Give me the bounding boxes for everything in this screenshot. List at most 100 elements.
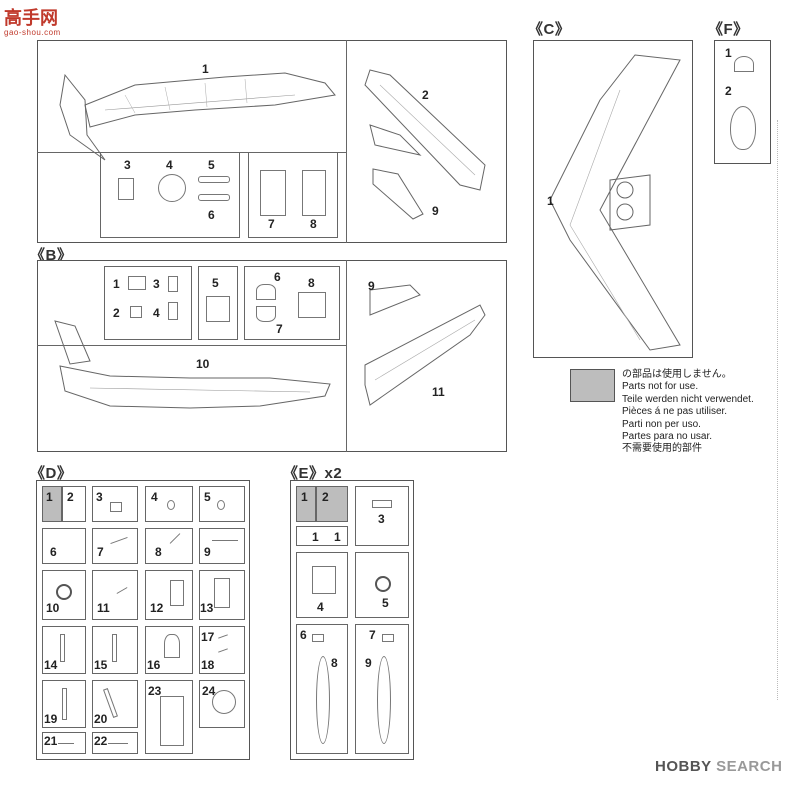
part-drawing	[212, 540, 238, 541]
part-drawing	[260, 170, 286, 216]
part-number: 1	[301, 490, 308, 504]
part-number: 2	[422, 88, 429, 102]
sprue-c-label: 《C》	[528, 21, 571, 38]
sprue-d-cell-17-18	[199, 626, 245, 674]
fuselage-left-drawing	[59, 72, 336, 161]
sprue-d-cell-11	[92, 570, 138, 620]
sprue-b-cell-5	[198, 266, 238, 340]
sprue-d-cell-2	[62, 486, 86, 522]
part-drawing	[372, 500, 392, 508]
sprue-f-label: 《F》	[708, 21, 749, 38]
part-drawing	[118, 178, 134, 200]
part-drawing	[168, 302, 178, 320]
part-number: 9	[432, 204, 439, 218]
part-number: 11	[432, 385, 445, 399]
legend-line: 不需要使用的部件	[622, 443, 702, 455]
logo-subtext: gao-shou.com	[4, 28, 61, 37]
part-number: 21	[44, 734, 58, 748]
part-number: 22	[94, 734, 108, 748]
sprue-d-cell-6	[42, 528, 86, 564]
part-number: 10	[46, 601, 60, 615]
part-drawing	[110, 502, 122, 512]
sprue-e-label: 《E》x2	[283, 465, 343, 482]
legend-line: Teile werden nicht verwendet.	[622, 393, 754, 405]
sprue-d-label: 《D》	[30, 465, 73, 482]
wing-part-drawing	[364, 69, 486, 191]
part-drawing	[217, 500, 225, 510]
part-number: 8	[310, 217, 317, 231]
part-number: 3	[378, 512, 385, 526]
part-drawing	[128, 276, 146, 290]
part-number: 7	[268, 217, 275, 231]
part-drawing	[256, 284, 276, 300]
part-number: 15	[94, 658, 108, 672]
part-number: 2	[113, 306, 120, 320]
sprue-b-label: 《B》	[30, 247, 73, 264]
part-number: 3	[124, 158, 131, 172]
part-number: 1	[725, 46, 732, 60]
watermark-search: SEARCH	[716, 758, 783, 775]
part-number: 5	[204, 490, 211, 504]
part-number: 9	[365, 656, 372, 670]
part-drawing	[382, 634, 394, 642]
sprue-a-divider	[346, 40, 347, 243]
legend-line: Parti non per uso.	[622, 418, 701, 430]
part-number: 1	[312, 530, 319, 544]
sprue-d-cell-23	[145, 680, 193, 754]
part-number: 1	[334, 530, 341, 544]
part-drawing	[112, 634, 117, 662]
part-number: 4	[166, 158, 173, 172]
part-number: 6	[50, 545, 57, 559]
drop-tank-drawing	[377, 656, 391, 744]
sprue-b-cell-6-8	[244, 266, 340, 340]
legend-line: Parts not for use.	[622, 381, 699, 393]
watermark-hobby: HOBBY	[655, 758, 712, 775]
part-drawing	[298, 292, 326, 318]
sprue-d-cell-7	[92, 528, 138, 564]
part-number: 17	[201, 630, 215, 644]
part-number: 6	[274, 270, 281, 284]
sprue-d-cell-9	[199, 528, 245, 564]
part-drawing	[108, 743, 128, 744]
sprue-e-cell-4	[296, 552, 348, 618]
legend-line: Partes para no usar.	[622, 431, 713, 443]
part-number: 1	[202, 62, 209, 76]
fuselage-right-drawing	[54, 320, 331, 409]
unused-parts-swatch	[570, 369, 615, 402]
part-number: 3	[153, 277, 160, 291]
part-number: 4	[153, 306, 160, 320]
part-drawing	[170, 580, 184, 606]
part-number: 2	[725, 84, 732, 98]
part-drawing	[256, 306, 276, 322]
part-drawing	[158, 174, 186, 202]
part-number: 4	[151, 490, 158, 504]
sprue-b-hline	[37, 345, 346, 346]
part-number: 9	[368, 279, 375, 293]
part-number: 20	[94, 712, 108, 726]
part-number: 3	[96, 490, 103, 504]
sprue-d-cell-8	[145, 528, 193, 564]
drop-tank-drawing	[316, 656, 330, 744]
wing-part-drawing	[364, 284, 486, 406]
unused-parts-legend: の部品は使用しません。 Parts not for use. Teile wer…	[622, 369, 754, 456]
legend-line: の部品は使用しません。	[622, 369, 732, 380]
legend-line: Pièces á ne pas utiliser.	[622, 406, 728, 418]
hobby-search-watermark: HOBBY SEARCH	[655, 758, 782, 775]
part-drawing	[214, 578, 230, 608]
part-number: 1	[113, 277, 120, 291]
margin-line	[777, 120, 778, 700]
part-number: 1	[46, 490, 53, 504]
part-drawing	[168, 276, 178, 292]
site-logo: 高手网 gao-shou.com	[4, 4, 61, 37]
part-drawing	[312, 566, 336, 594]
part-drawing	[312, 634, 324, 642]
sprue-e-cell-3	[355, 486, 409, 546]
sprue-d-cell-1	[42, 486, 62, 522]
part-drawing	[198, 194, 230, 201]
part-drawing	[58, 743, 74, 744]
part-number: 19	[44, 712, 58, 726]
part-drawing	[206, 296, 230, 322]
part-number: 13	[200, 601, 214, 615]
sprue-e-cell-2-unused	[316, 486, 348, 522]
part-number: 12	[150, 601, 164, 615]
